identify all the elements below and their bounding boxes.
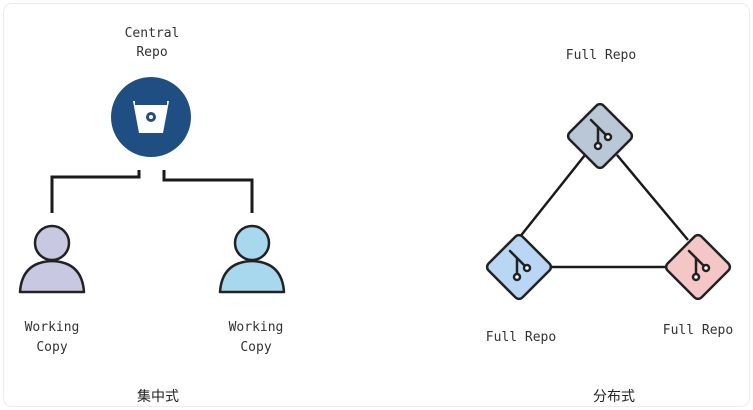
user-icon-left [18,224,86,294]
working-copy-left-line1: Working [25,320,80,335]
diagram-frame [4,4,749,406]
central-connectors [50,170,254,213]
bucket-hole-inner [149,115,153,119]
working-copy-right-line2: Copy [240,340,271,355]
git-branch-icon [508,249,532,282]
bitbucket-icon [111,77,191,157]
full-repo-right-label: Full Repo [663,323,733,338]
central-repo-label-line1: Central [125,26,180,41]
full-repo-top-label: Full Repo [566,48,636,63]
connector-right [162,170,254,213]
full-repo-left-label: Full Repo [486,330,556,345]
user-icon-right [218,224,286,294]
working-copy-right-line1: Working [229,320,284,335]
connector-left [50,170,141,213]
edge-top-left [518,154,586,239]
central-repo-label-line2: Repo [136,45,167,60]
peer-connections [518,154,689,269]
edge-top-right [616,154,689,241]
git-node-left [485,233,553,301]
git-node-top [566,102,634,170]
git-branch-icon [589,118,613,151]
git-node-right [664,233,732,301]
git-branch-icon [687,249,711,282]
bucket-rim [135,101,167,105]
distributed-caption: 分布式 [593,389,635,405]
working-copy-left-line2: Copy [36,340,67,355]
centralized-caption: 集中式 [137,388,179,405]
